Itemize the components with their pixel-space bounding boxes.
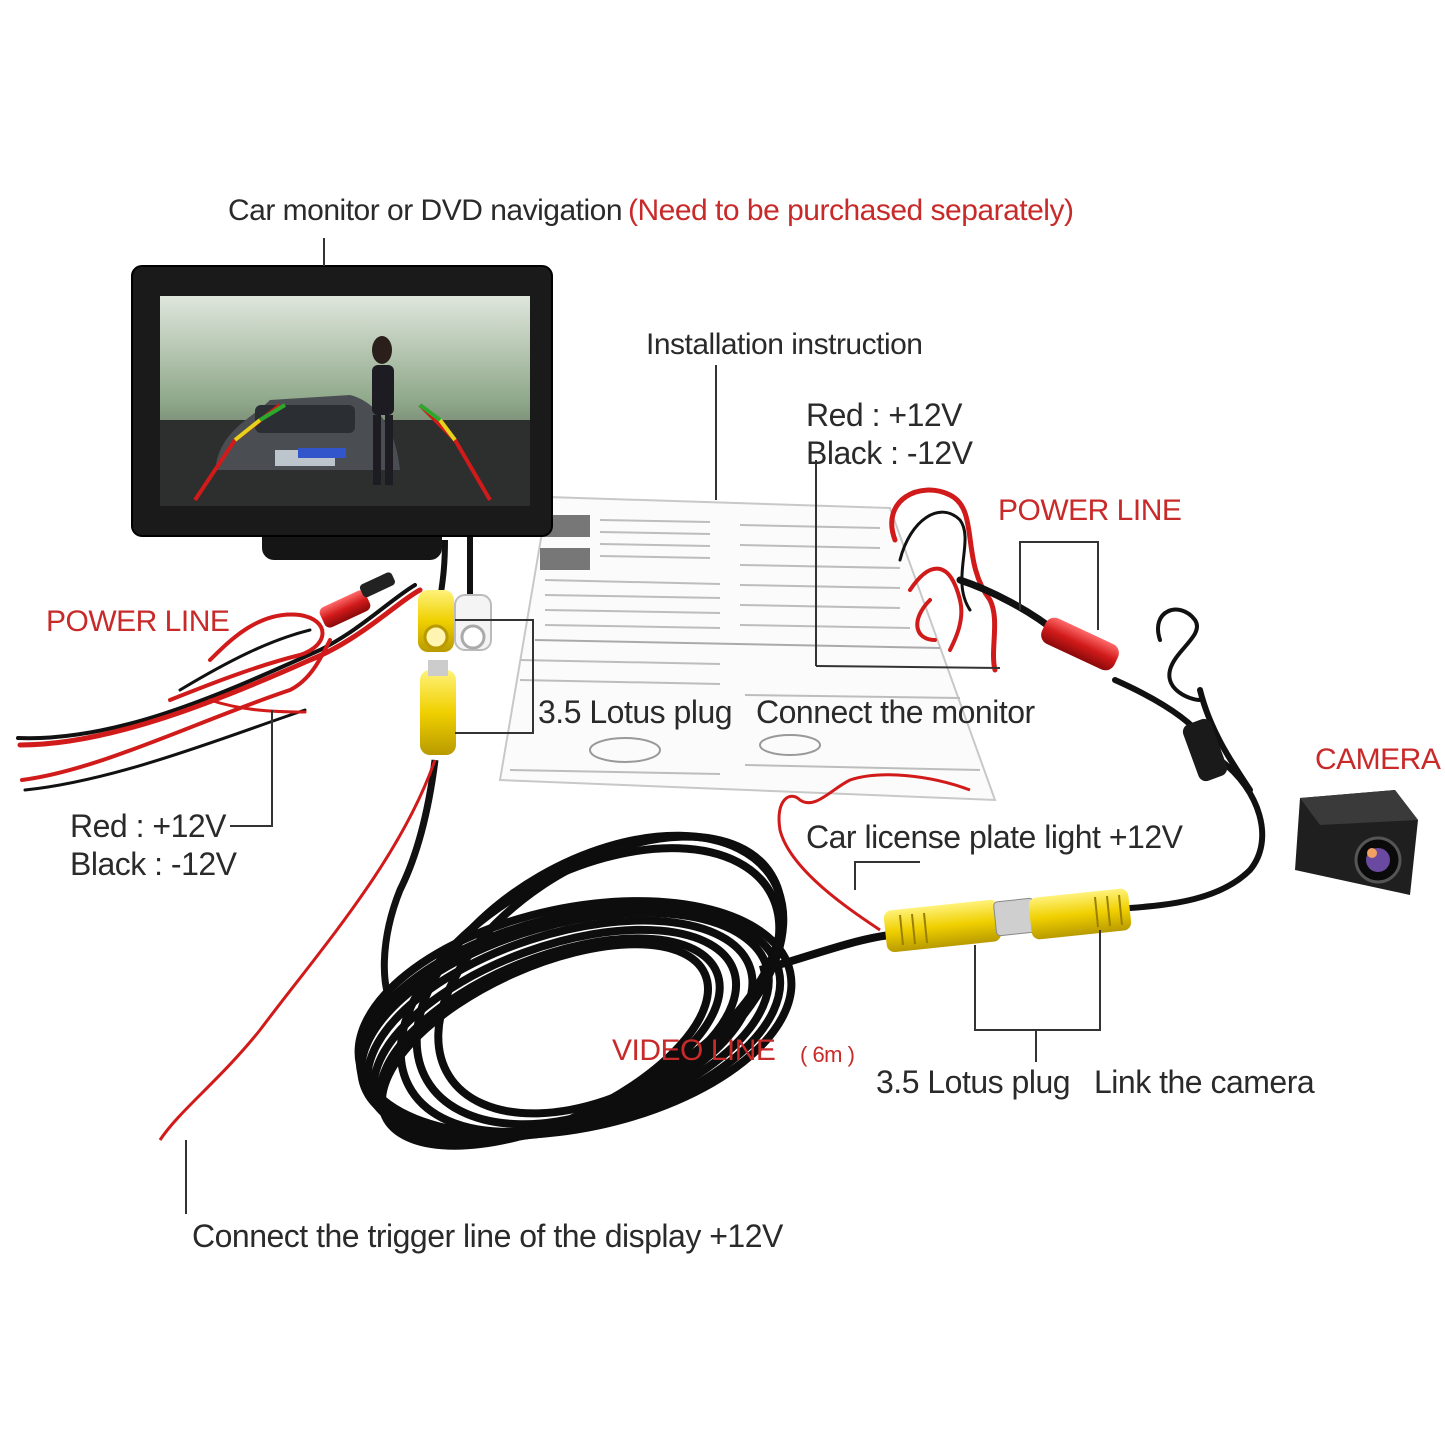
trigger-label: Connect the trigger line of the display …	[192, 1218, 783, 1254]
camera-cable	[1127, 607, 1266, 911]
instruction-sheet-icon	[498, 495, 997, 802]
right-power-wires	[889, 487, 1208, 743]
lotus-plug-bottom-label: 3.5 Lotus plug	[876, 1064, 1071, 1100]
camera-label: CAMERA	[1315, 743, 1441, 776]
top-red-label: Red : +12V	[806, 397, 963, 433]
rear-camera-icon	[1295, 790, 1418, 895]
monitor-title-label: Car monitor or DVD navigation	[228, 194, 623, 227]
top-black-label: Black : -12V	[806, 435, 973, 471]
link-camera-label: Link the camera	[1094, 1064, 1315, 1100]
power-line-right-label: POWER LINE	[998, 494, 1182, 527]
left-red-label: Red : +12V	[70, 808, 227, 844]
video-cable-coil	[354, 831, 891, 1150]
monitor-rca-connectors	[418, 590, 492, 755]
installation-label: Installation instruction	[646, 328, 923, 361]
video-line-label: VIDEO LINE	[612, 1034, 776, 1067]
video-length-label: ( 6m )	[800, 1042, 855, 1067]
connect-monitor-label: Connect the monitor	[756, 694, 1035, 730]
power-line-left-label: POWER LINE	[46, 605, 230, 638]
plate-light-label: Car license plate light +12V	[806, 819, 1183, 855]
leader-lines	[185, 238, 1101, 1214]
rca-connector-pair	[883, 888, 1132, 953]
lotus-plug-top-label: 3.5 Lotus plug	[538, 694, 733, 730]
monitor-note-label: (Need to be purchased separately)	[628, 194, 1074, 227]
left-black-label: Black : -12V	[70, 846, 237, 882]
plate-light-wire	[777, 773, 971, 932]
left-power-wires	[16, 572, 423, 792]
car-monitor-icon	[131, 265, 553, 560]
